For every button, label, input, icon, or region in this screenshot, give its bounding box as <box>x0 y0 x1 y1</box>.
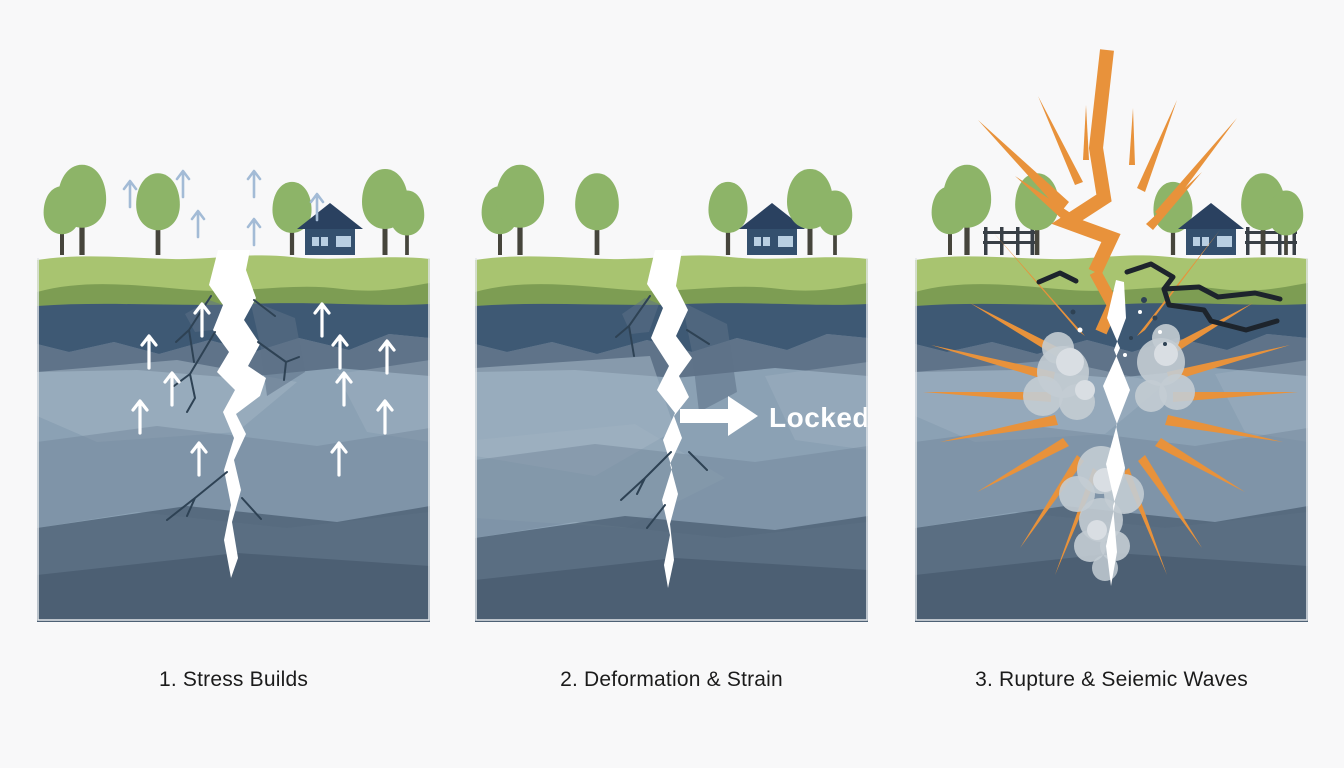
rupture-bolt <box>1051 49 1130 586</box>
fault-crack <box>1103 280 1130 586</box>
debris-particles <box>1070 297 1167 357</box>
fracture-lines <box>166 295 300 521</box>
tree-icon <box>1268 190 1304 255</box>
surface-vegetation <box>931 164 1304 255</box>
tree-icon <box>575 173 619 255</box>
panel-border <box>915 258 1308 621</box>
panel-deformation-strain: Locked <box>475 0 868 622</box>
panel-border <box>475 258 868 621</box>
surface-vegetation <box>43 164 425 255</box>
smoke-cloud <box>1023 324 1195 581</box>
surface-vegetation <box>481 164 853 255</box>
tree-icon <box>495 164 545 255</box>
bolt-above-ground <box>1051 49 1121 275</box>
seismic-rays-sky <box>978 96 1237 230</box>
fracture-lines <box>615 295 710 529</box>
rupture-scene <box>915 49 1308 622</box>
panel-stress-builds <box>37 0 430 622</box>
fence-icon <box>983 227 1035 255</box>
tree-icon <box>708 181 748 255</box>
crack-shadow-rock <box>185 300 305 396</box>
tree-icon <box>136 173 180 255</box>
caption-stress-builds: 1. Stress Builds <box>158 668 309 691</box>
caption-deformation-strain: 2. Deformation & Strain <box>560 668 783 691</box>
fault-crack <box>209 250 266 578</box>
locked-arrow-icon <box>680 396 758 436</box>
tree-icon <box>389 190 425 255</box>
panel-border <box>37 258 430 621</box>
tree-icon <box>57 164 107 255</box>
tree-icon <box>817 190 853 255</box>
locked-label: Locked <box>769 402 868 433</box>
fault-crack <box>647 250 692 588</box>
locked-annotation: Locked <box>680 396 868 436</box>
stress-builds-scene <box>37 164 430 622</box>
deformation-strain-scene: Locked <box>475 164 868 622</box>
crack-shadow-rock <box>622 298 737 412</box>
surface-crack <box>1036 261 1283 333</box>
panel-rupture-seismic-waves <box>915 0 1308 622</box>
caption-rupture-seismic-waves: 3. Rupture & Seiemic Waves <box>975 668 1248 691</box>
